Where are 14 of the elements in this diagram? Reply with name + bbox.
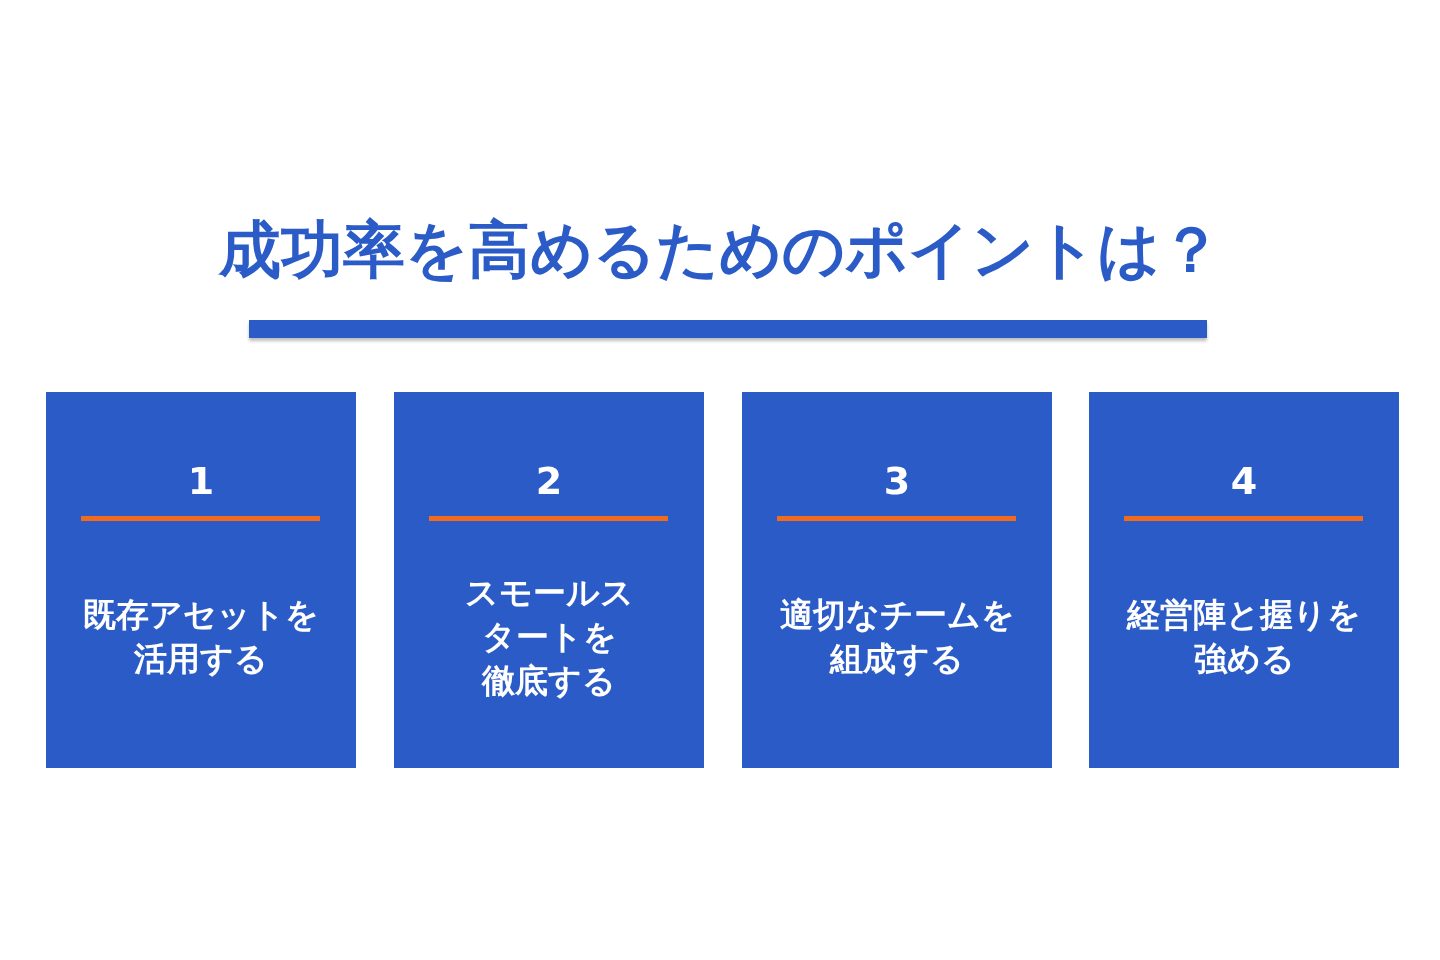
point-card xyxy=(46,392,356,768)
point-card xyxy=(1089,392,1399,768)
point-text: 経営陣と握りを強める xyxy=(1125,594,1362,680)
point-text: 適切なチームを組成する xyxy=(778,594,1016,680)
point-card xyxy=(742,392,1052,768)
step-number: 1 xyxy=(186,458,216,504)
title: 成功率を高めるためのポイントは？ xyxy=(217,212,1223,288)
step-number: 3 xyxy=(882,458,912,504)
step-number: 2 xyxy=(534,458,564,504)
point-text: スモールスタートを徹底する xyxy=(463,572,635,702)
step-number: 4 xyxy=(1229,458,1259,504)
point-card xyxy=(394,392,704,768)
point-text: 既存アセットを活用する xyxy=(82,594,320,680)
title-underline-bar xyxy=(249,320,1207,338)
